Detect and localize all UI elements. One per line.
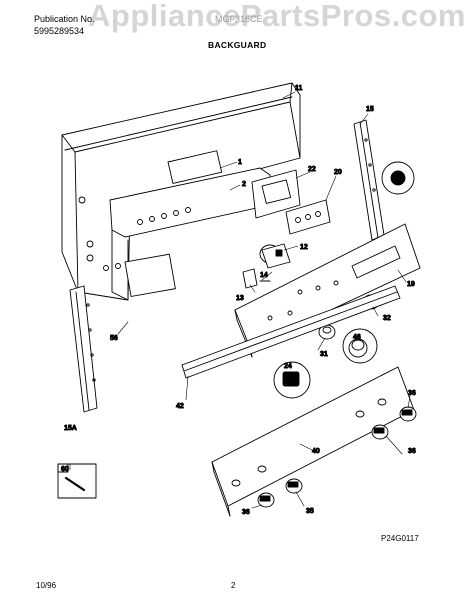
callout-15: 15 bbox=[366, 106, 374, 113]
callout-42: 42 bbox=[176, 403, 184, 410]
callout-32: 32 bbox=[383, 315, 391, 322]
spark-module bbox=[242, 268, 271, 289]
callout-15a: 15A bbox=[64, 425, 77, 432]
backguard-rear-panel bbox=[61, 82, 301, 301]
callout-29: 29 bbox=[392, 175, 400, 182]
inner-bracket bbox=[109, 167, 271, 301]
publication-number: 5995289534 bbox=[34, 26, 85, 36]
leader-lines bbox=[69, 91, 411, 509]
lower-trim-42 bbox=[181, 285, 401, 379]
control-board bbox=[285, 199, 331, 235]
knob-36-upper bbox=[399, 406, 417, 422]
callout-24: 24 bbox=[284, 363, 292, 370]
callout-2: 2 bbox=[242, 181, 246, 188]
callout-60: 60 bbox=[61, 466, 69, 473]
callout-35: 35 bbox=[306, 508, 314, 515]
section-title: BACKGUARD bbox=[208, 40, 267, 50]
detail-circle-46 bbox=[342, 328, 378, 364]
detail-circle-24 bbox=[273, 361, 311, 399]
knob-36-lower bbox=[371, 424, 389, 440]
callout-46: 46 bbox=[353, 334, 361, 341]
callout-36-lower: 36 bbox=[408, 448, 416, 455]
callout-31: 31 bbox=[320, 351, 328, 358]
callout-56: 56 bbox=[110, 335, 118, 342]
callout-40: 40 bbox=[312, 448, 320, 455]
publication-label: Publication No. bbox=[34, 14, 95, 24]
callout-1: 1 bbox=[238, 159, 242, 166]
callout-14: 14 bbox=[260, 272, 268, 279]
knob-31 bbox=[318, 324, 336, 340]
detail-circle-29 bbox=[381, 161, 415, 195]
model-number: MGF316CE bbox=[215, 14, 263, 24]
knob-36-left bbox=[257, 492, 275, 508]
infinite-switch bbox=[259, 243, 291, 269]
manifold-panel-40 bbox=[211, 366, 415, 517]
callout-20: 20 bbox=[334, 169, 342, 176]
callout-19: 19 bbox=[407, 281, 415, 288]
page-number: 2 bbox=[231, 581, 236, 590]
callout-36-upper: 36 bbox=[408, 390, 416, 397]
footer-date: 10/96 bbox=[36, 581, 57, 590]
callout-36-left: 36 bbox=[242, 509, 250, 516]
callout-22: 22 bbox=[308, 166, 316, 173]
screw-detail-60 bbox=[57, 463, 97, 499]
diagram-code: P24G0117 bbox=[381, 534, 419, 543]
callout-11: 11 bbox=[295, 85, 303, 92]
left-side-rail bbox=[69, 285, 98, 413]
callout-13: 13 bbox=[236, 295, 244, 302]
clock-module bbox=[251, 169, 301, 219]
callout-12: 12 bbox=[300, 244, 308, 251]
knob-35 bbox=[285, 478, 303, 494]
right-side-rail bbox=[353, 119, 385, 241]
watermark: AppliancePartsPros.com bbox=[88, 0, 466, 33]
